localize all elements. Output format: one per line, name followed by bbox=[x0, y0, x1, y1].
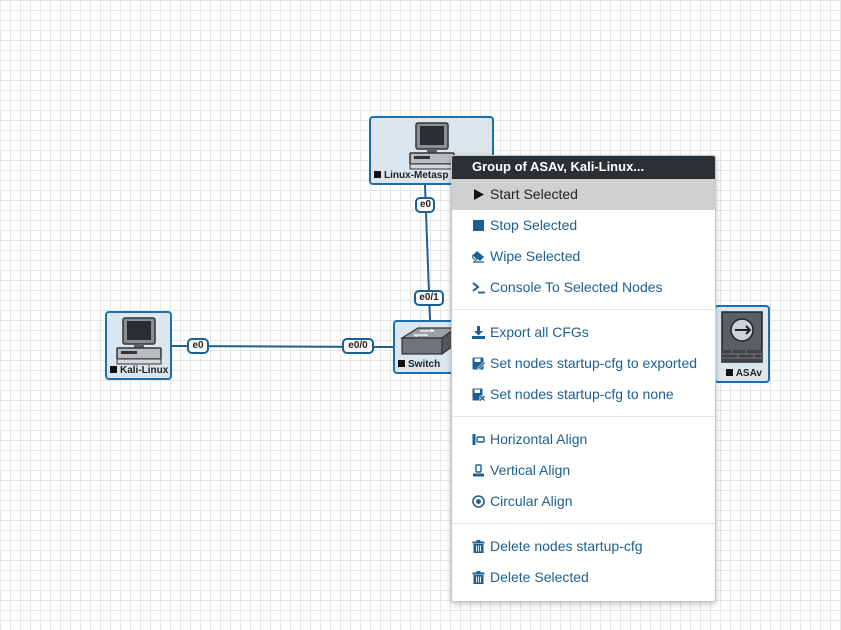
menu-divider bbox=[452, 416, 715, 417]
menu-item-delete-selected[interactable]: Delete Selected bbox=[452, 562, 715, 593]
status-stopped-icon bbox=[398, 360, 405, 367]
menu-item-console-selected[interactable]: Console To Selected Nodes bbox=[452, 272, 715, 303]
status-stopped-icon bbox=[110, 366, 117, 373]
pc-icon bbox=[115, 317, 162, 365]
port-label-switch-e0-0[interactable]: e0/0 bbox=[342, 338, 374, 354]
menu-item-set-startup-exported[interactable]: Set nodes startup-cfg to exported bbox=[452, 348, 715, 379]
menu-item-delete-startup-cfg[interactable]: Delete nodes startup-cfg bbox=[452, 531, 715, 562]
trash-icon bbox=[472, 571, 485, 584]
node-kali-linux[interactable]: Kali-Linux bbox=[105, 311, 172, 380]
node-linux-metasploitable[interactable]: Linux-Metasp bbox=[369, 116, 494, 185]
context-menu-title: Group of ASAv, Kali-Linux... bbox=[452, 156, 715, 179]
eraser-icon bbox=[472, 251, 484, 263]
menu-item-circular-align[interactable]: Circular Align bbox=[452, 486, 715, 517]
stop-icon bbox=[473, 220, 484, 231]
node-label: ASAv bbox=[716, 368, 768, 379]
firewall-icon bbox=[721, 311, 763, 363]
menu-item-export-cfgs[interactable]: Export all CFGs bbox=[452, 317, 715, 348]
node-asav[interactable]: ASAv bbox=[714, 305, 770, 383]
menu-item-wipe-selected[interactable]: Wipe Selected bbox=[452, 241, 715, 272]
status-stopped-icon bbox=[374, 171, 381, 178]
context-menu: Group of ASAv, Kali-Linux... Start Selec… bbox=[451, 155, 716, 602]
port-label-switch-e0-1[interactable]: e0/1 bbox=[414, 290, 444, 306]
circle-dot-icon bbox=[472, 495, 485, 508]
switch-icon bbox=[399, 326, 458, 356]
save-remove-icon bbox=[472, 388, 485, 401]
trash-icon bbox=[472, 540, 485, 553]
port-label-kali-e0[interactable]: e0 bbox=[187, 338, 209, 354]
download-icon bbox=[472, 326, 485, 339]
menu-item-start-selected[interactable]: Start Selected bbox=[452, 179, 715, 210]
port-label-linux-e0[interactable]: e0 bbox=[415, 197, 435, 213]
terminal-icon bbox=[472, 282, 485, 294]
play-icon bbox=[474, 189, 484, 200]
status-stopped-icon bbox=[725, 369, 733, 376]
menu-item-stop-selected[interactable]: Stop Selected bbox=[452, 210, 715, 241]
menu-item-horizontal-align[interactable]: Horizontal Align bbox=[452, 424, 715, 455]
save-edit-icon bbox=[472, 357, 485, 370]
vertical-align-icon bbox=[473, 464, 484, 477]
menu-item-set-startup-none[interactable]: Set nodes startup-cfg to none bbox=[452, 379, 715, 410]
menu-divider bbox=[452, 523, 715, 524]
menu-divider bbox=[452, 309, 715, 310]
menu-item-vertical-align[interactable]: Vertical Align bbox=[452, 455, 715, 486]
node-label: Kali-Linux bbox=[107, 365, 170, 376]
horizontal-align-icon bbox=[472, 434, 485, 445]
node-label: Switch bbox=[395, 359, 461, 370]
node-label: Linux-Metasp bbox=[371, 170, 492, 181]
